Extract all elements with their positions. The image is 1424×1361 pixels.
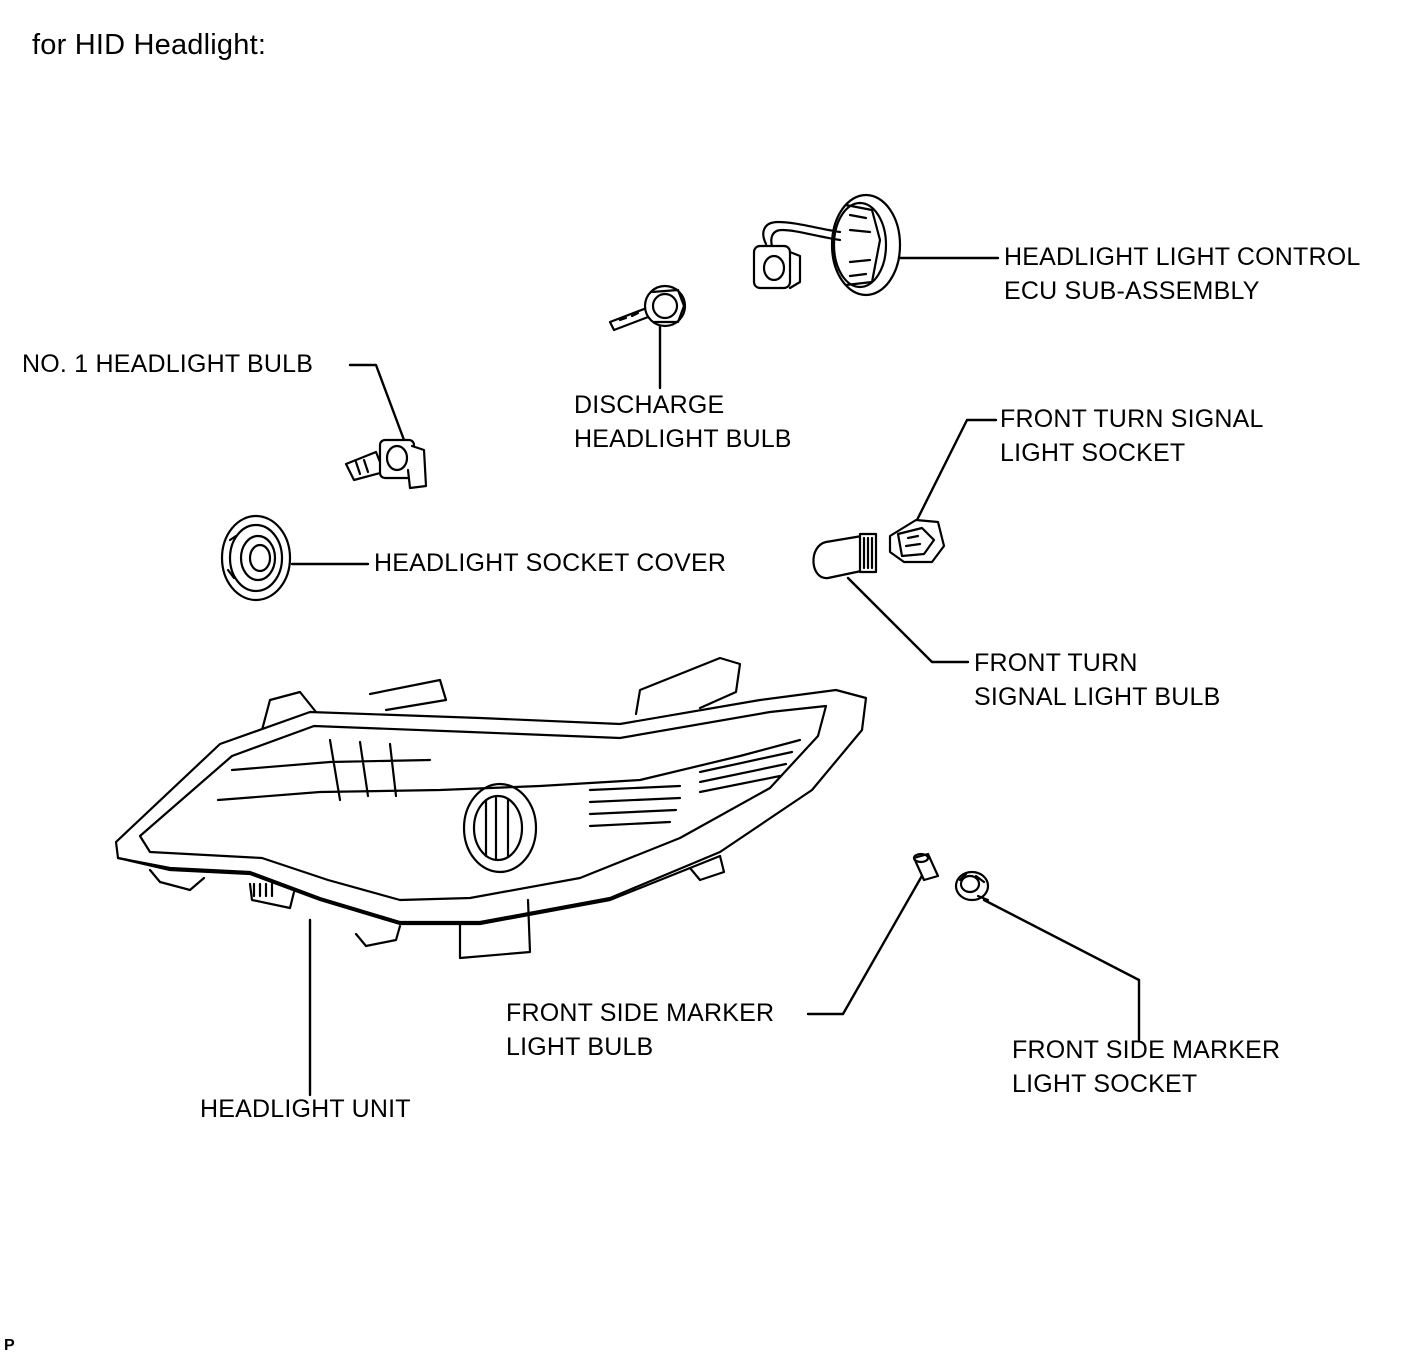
marker-bulb-glass — [912, 852, 940, 882]
bracket-middle — [368, 678, 448, 712]
lower-trim — [116, 854, 722, 926]
label-discharge-line2: HEADLIGHT BULB — [574, 425, 792, 453]
label-turn-socket-line2: LIGHT SOCKET — [1000, 439, 1186, 467]
label-marker-bulb-line2: LIGHT BULB — [506, 1033, 654, 1061]
figure-code: P — [4, 1337, 15, 1354]
diagram-title: for HID Headlight: — [32, 29, 267, 61]
ecu-sub-assembly-part — [752, 193, 902, 297]
label-turn-socket-line1: FRONT TURN SIGNAL — [1000, 405, 1264, 433]
headlight-lens — [138, 704, 828, 902]
socket-cover-part — [220, 514, 292, 602]
label-socket-cover-line1: HEADLIGHT SOCKET COVER — [374, 549, 727, 577]
side-marker-socket-part — [954, 870, 990, 902]
bracket-left — [260, 690, 318, 732]
label-no1-headlight-bulb: NO. 1 HEADLIGHT BULB — [22, 347, 313, 381]
label-marker-socket-line2: LIGHT SOCKET — [1012, 1070, 1198, 1098]
socket-cover-outer — [220, 514, 292, 602]
ecu-outer-disc — [830, 193, 902, 297]
label-marker-socket-line1: FRONT SIDE MARKER — [1012, 1036, 1281, 1064]
label-turn-signal-bulb: FRONT TURN SIGNAL LIGHT BULB — [974, 646, 1221, 714]
leader-marker-socket — [982, 898, 1141, 1042]
label-discharge-line1: DISCHARGE — [574, 391, 725, 419]
no1-bulb-connector — [406, 444, 428, 490]
ecu-harness — [762, 220, 842, 246]
label-headlight-unit: HEADLIGHT UNIT — [200, 1092, 411, 1126]
label-turn-signal-socket: FRONT TURN SIGNAL LIGHT SOCKET — [1000, 402, 1264, 470]
leader-turn-socket — [914, 418, 998, 524]
leader-lines — [290, 256, 1141, 1097]
turn-bulb-glass — [812, 534, 868, 580]
leader-turn-bulb — [846, 576, 970, 664]
turn-socket-body — [888, 518, 946, 564]
headlight-unit-part — [114, 656, 868, 960]
turn-signal-socket-part — [888, 518, 946, 564]
label-turn-bulb-line2: SIGNAL LIGHT BULB — [974, 683, 1221, 711]
label-ecu-sub-assembly: HEADLIGHT LIGHT CONTROL ECU SUB-ASSEMBLY — [1004, 240, 1361, 308]
leader-no1-bulb — [348, 363, 406, 442]
label-side-marker-socket: FRONT SIDE MARKER LIGHT SOCKET — [1012, 1033, 1280, 1101]
label-ecu-line1: HEADLIGHT LIGHT CONTROL — [1004, 243, 1361, 271]
label-headlight-socket-cover: HEADLIGHT SOCKET COVER — [374, 546, 726, 580]
label-ecu-line2: ECU SUB-ASSEMBLY — [1004, 277, 1260, 305]
ecu-inner-disc — [832, 201, 888, 289]
label-discharge-headlight-bulb: DISCHARGE HEADLIGHT BULB — [574, 388, 792, 456]
label-no1-bulb-line1: NO. 1 HEADLIGHT BULB — [22, 350, 314, 378]
leader-marker-bulb — [806, 872, 925, 1016]
label-marker-bulb-line1: FRONT SIDE MARKER — [506, 999, 775, 1027]
discharge-bulb-part — [608, 284, 687, 332]
headlight-housing — [114, 688, 868, 924]
projector-lens — [462, 782, 538, 874]
turn-signal-bulb-part — [812, 532, 878, 580]
no1-headlight-bulb-part — [344, 438, 428, 490]
bracket-right — [634, 656, 742, 716]
label-headlight-unit-line1: HEADLIGHT UNIT — [200, 1095, 411, 1123]
side-marker-bulb-part — [912, 852, 940, 882]
label-turn-bulb-line1: FRONT TURN — [974, 649, 1138, 677]
label-side-marker-bulb: FRONT SIDE MARKER LIGHT BULB — [506, 996, 774, 1064]
